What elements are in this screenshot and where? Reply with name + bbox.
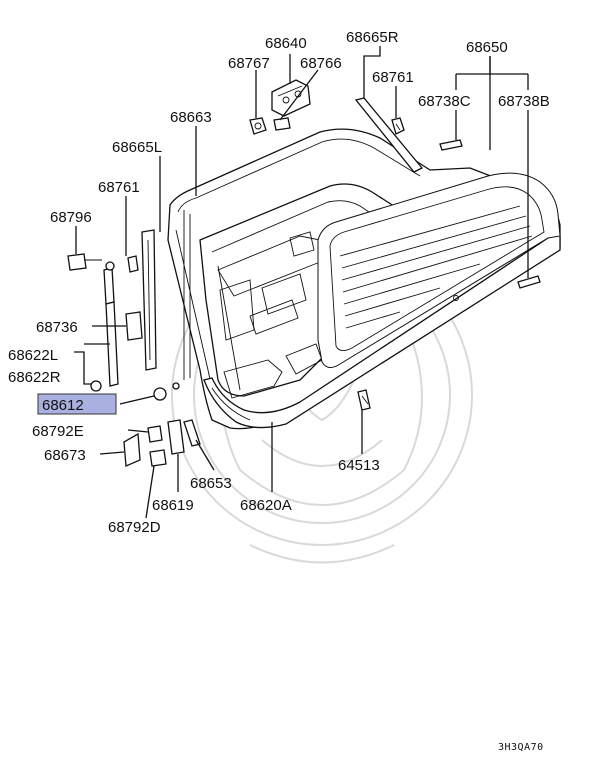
hinge-68640 <box>271 79 311 117</box>
rear-glass-68650 <box>317 172 561 368</box>
label-68761-left: 68761 <box>98 179 140 196</box>
leader-lines <box>74 46 529 519</box>
trim-68738b <box>517 275 541 289</box>
striker-68673 <box>123 432 141 467</box>
label-68738c: 68738C <box>418 93 471 110</box>
label-68663: 68663 <box>170 109 212 126</box>
defroster-lines <box>339 205 533 329</box>
label-68792e: 68792E <box>32 423 84 440</box>
molding-68665r <box>354 97 424 173</box>
bracket-68619 <box>167 419 185 455</box>
label-68665r: 68665R <box>346 29 399 46</box>
label-64513: 64513 <box>338 457 380 474</box>
gas-strut-68622 <box>90 261 119 392</box>
trim-68738c <box>439 139 463 151</box>
label-68665l: 68665L <box>112 139 162 156</box>
bolt-68767 <box>249 117 267 135</box>
label-68622r: 68622R <box>8 369 61 386</box>
clip-68761-left <box>127 255 139 273</box>
drawing-code: 3H3QA70 <box>498 742 544 753</box>
part-labels: 68640 68665R 68650 68767 68766 68761 687… <box>8 29 550 753</box>
label-68766: 68766 <box>300 55 342 72</box>
label-68619: 68619 <box>152 497 194 514</box>
label-68761-right: 68761 <box>372 69 414 86</box>
clip-64513 <box>357 389 371 411</box>
bolt-68792e <box>147 425 163 443</box>
nut-68766 <box>273 117 291 131</box>
clip-68761-right <box>391 117 405 135</box>
pad-68653 <box>183 419 201 447</box>
bolt-68792d <box>149 449 167 467</box>
label-68612: 68612 <box>42 397 84 414</box>
label-68736: 68736 <box>36 319 78 336</box>
label-68620a: 68620A <box>240 497 292 514</box>
label-68767: 68767 <box>228 55 270 72</box>
bolt-68796 <box>67 253 102 271</box>
bumper-68612 <box>153 382 180 401</box>
molding-68665l <box>141 229 157 371</box>
label-68673: 68673 <box>44 447 86 464</box>
label-68640: 68640 <box>265 35 307 52</box>
label-68622l: 68622L <box>8 347 58 364</box>
label-68653: 68653 <box>190 475 232 492</box>
highlight-68612 <box>37 393 117 415</box>
label-68792d: 68792D <box>108 519 161 536</box>
bracket-68736 <box>125 311 143 341</box>
label-68650: 68650 <box>466 39 508 56</box>
label-68738b: 68738B <box>498 93 550 110</box>
label-68796: 68796 <box>50 209 92 226</box>
